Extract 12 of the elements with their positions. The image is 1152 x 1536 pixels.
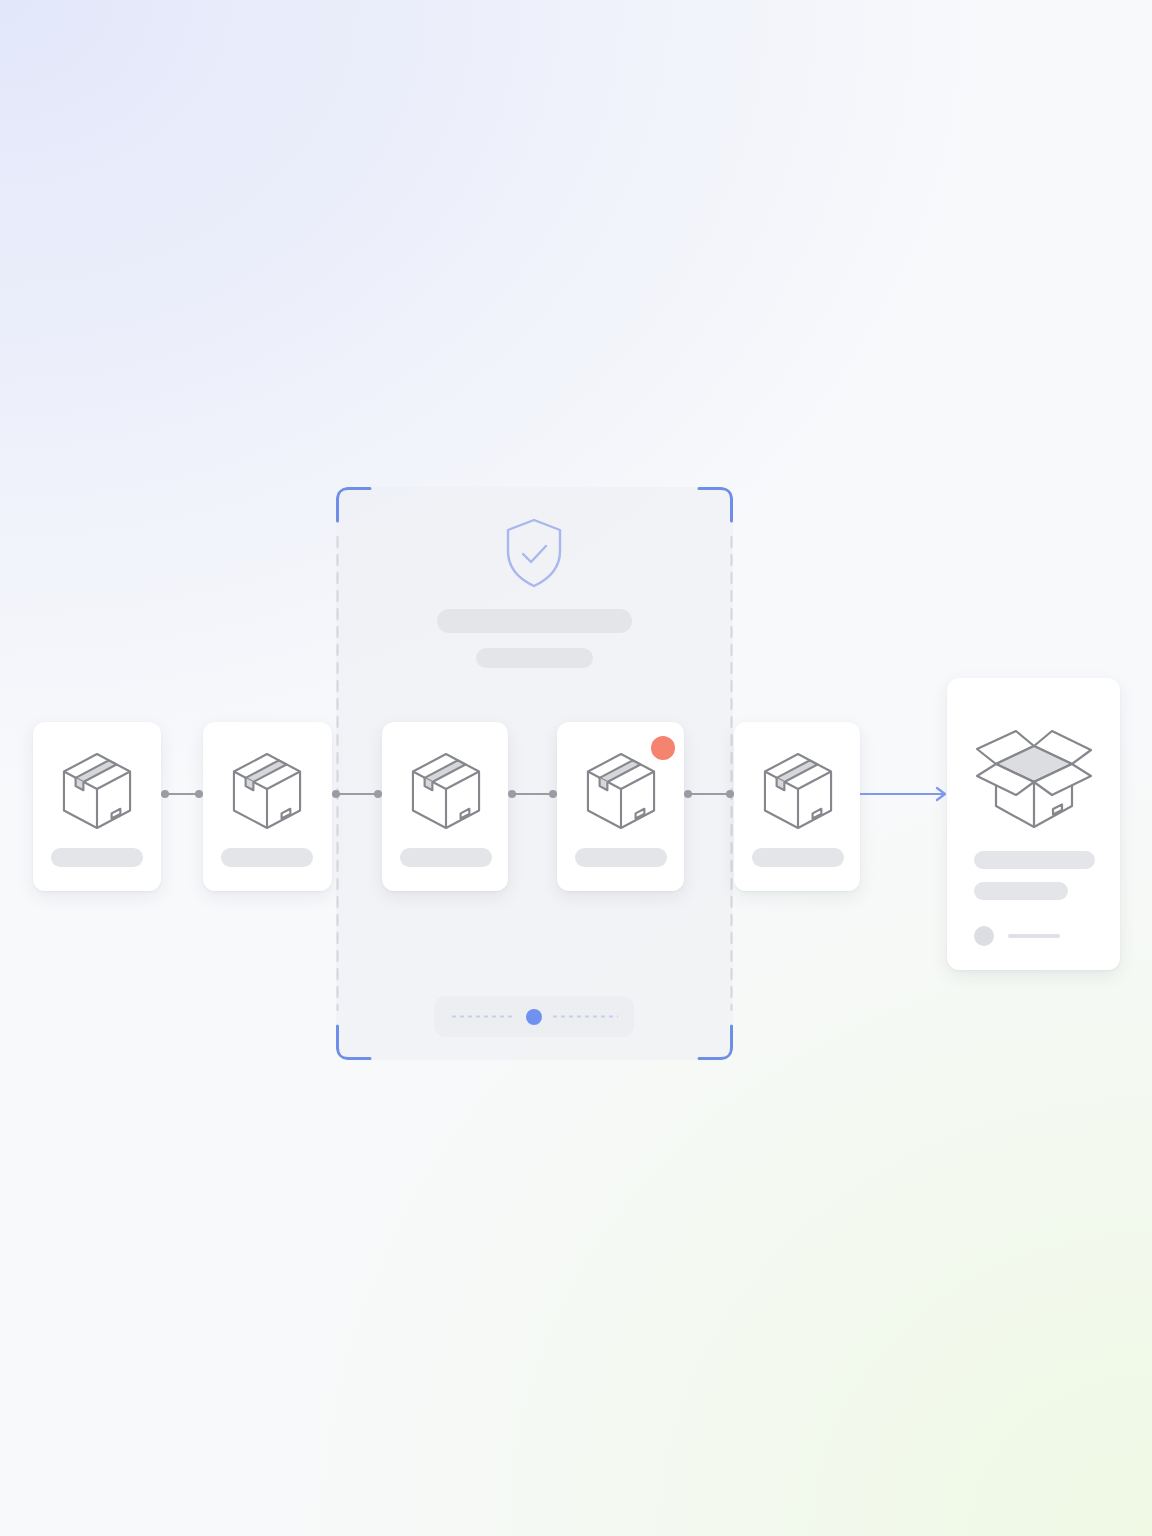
connector-line — [160, 790, 204, 798]
package-card — [203, 722, 332, 891]
scan-frame — [336, 487, 733, 1060]
package-card — [557, 722, 684, 891]
package-card — [33, 722, 161, 891]
package-card — [734, 722, 860, 891]
connector-line — [507, 790, 558, 798]
connector-line — [683, 790, 735, 798]
package-card — [382, 722, 508, 891]
arrow — [859, 786, 947, 802]
connector-line — [331, 790, 383, 798]
result-card — [947, 678, 1120, 970]
